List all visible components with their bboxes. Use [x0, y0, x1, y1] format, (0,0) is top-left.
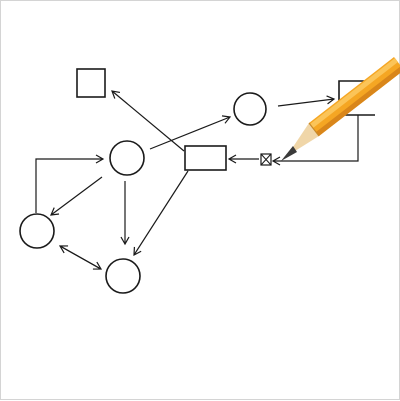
pencil-lead [281, 146, 297, 161]
circle-node-left [19, 213, 55, 249]
arrow [149, 115, 232, 150]
pencil-stripe-light [310, 58, 398, 128]
partial-box-node [338, 80, 375, 116]
pencil [281, 57, 400, 161]
pencil-wood [287, 123, 319, 156]
arrow [35, 154, 105, 213]
small-crossed-box [260, 153, 272, 166]
circle-node-center [109, 140, 145, 176]
arrow [133, 170, 189, 257]
circle-node-bottom [105, 258, 141, 294]
diagram-shapes [19, 68, 375, 294]
diagram-arrows [35, 90, 359, 270]
circle-node-top-right [233, 92, 267, 126]
square-node [76, 68, 106, 98]
arrow [59, 245, 103, 270]
arrow [111, 90, 185, 152]
rectangle-node [184, 145, 227, 171]
arrow [271, 115, 359, 166]
arrow [277, 95, 336, 107]
arrow [50, 176, 103, 216]
pencil-stripe-dark [316, 66, 400, 136]
